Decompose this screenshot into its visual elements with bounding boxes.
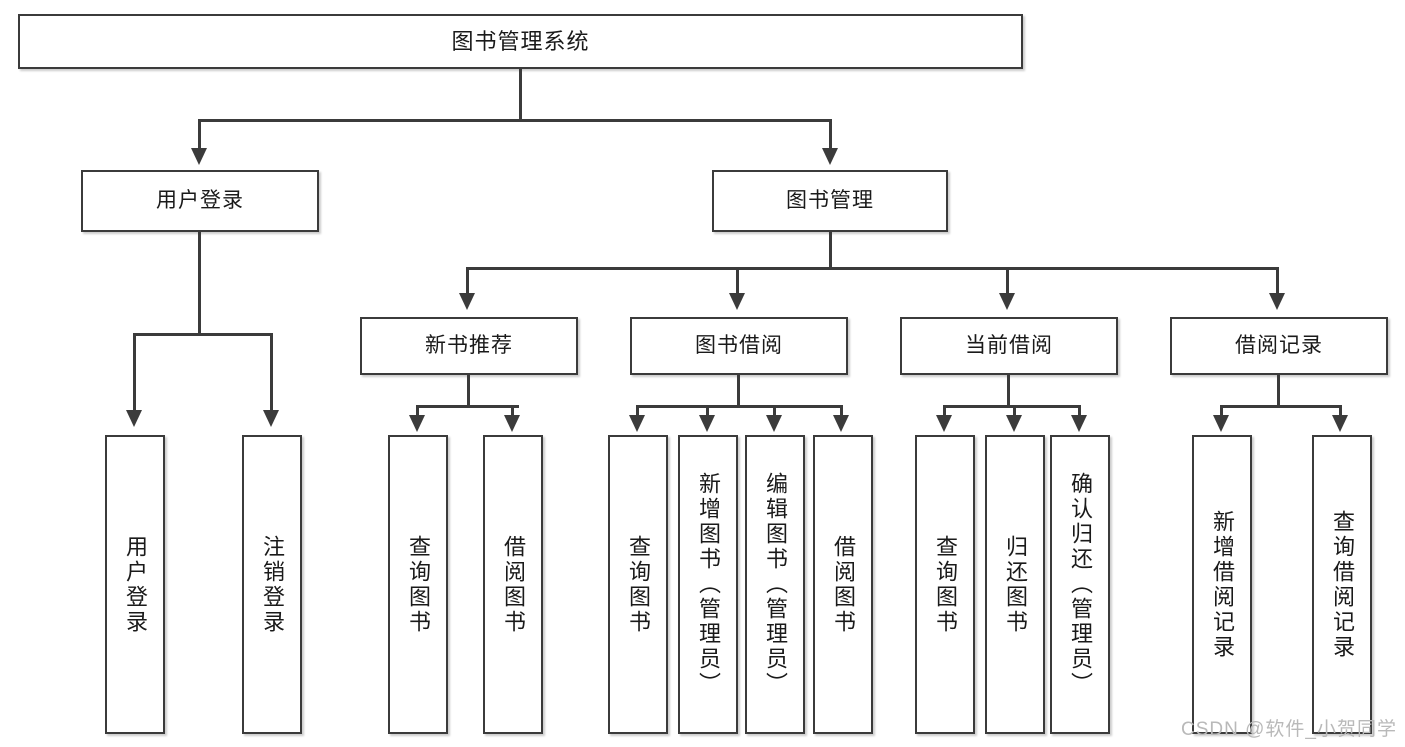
leaf-node-add-borrow-record[interactable]: 新增借阅记录 <box>1192 435 1252 734</box>
node-label: 新书推荐 <box>425 333 513 357</box>
arrowhead-icon <box>263 410 279 427</box>
arrowhead-icon <box>822 148 838 165</box>
connector-to-leaf-edit-book <box>773 405 776 417</box>
arrowhead-icon <box>699 415 715 432</box>
arrowhead-icon <box>1332 415 1348 432</box>
connector-borrow-record-bus <box>1220 405 1342 408</box>
leaf-node-logout[interactable]: 注销登录 <box>242 435 302 734</box>
connector-book-borrow-stem <box>737 375 740 407</box>
connector-root-to-user-login <box>198 119 201 150</box>
node-label: 借阅图书 <box>500 534 526 635</box>
leaf-node-add-book-admin[interactable]: 新增图书（管理员） <box>678 435 738 734</box>
node-book-management[interactable]: 图书管理 <box>712 170 948 232</box>
connector-to-leaf-query-book-1 <box>416 405 419 417</box>
leaf-node-query-book-current[interactable]: 查询图书 <box>915 435 975 734</box>
node-current-borrow[interactable]: 当前借阅 <box>900 317 1118 375</box>
connector-to-leaf-query-book-2 <box>636 405 639 417</box>
node-label: 当前借阅 <box>965 333 1053 357</box>
connector-book-management-bus <box>466 267 1278 270</box>
arrowhead-icon <box>504 415 520 432</box>
node-label: 查询图书 <box>625 534 651 635</box>
connector-to-leaf-borrow-book-2 <box>840 405 843 417</box>
node-new-book-recommend[interactable]: 新书推荐 <box>360 317 578 375</box>
connector-current-borrow-stem <box>1007 375 1010 407</box>
arrowhead-icon <box>936 415 952 432</box>
node-label: 借阅图书 <box>830 534 856 635</box>
arrowhead-icon <box>1006 415 1022 432</box>
leaf-node-query-book-borrow[interactable]: 查询图书 <box>608 435 668 734</box>
node-label: 编辑图书（管理员） <box>762 472 788 697</box>
leaf-node-query-borrow-record[interactable]: 查询借阅记录 <box>1312 435 1372 734</box>
node-root-book-management-system[interactable]: 图书管理系统 <box>18 14 1023 69</box>
leaf-node-return-book[interactable]: 归还图书 <box>985 435 1045 734</box>
leaf-node-borrow-book[interactable]: 借阅图书 <box>813 435 873 734</box>
connector-new-book-recommend-bus <box>416 405 519 408</box>
node-label: 确认归还（管理员） <box>1067 472 1093 697</box>
leaf-node-user-login[interactable]: 用户登录 <box>105 435 165 734</box>
node-borrow-record[interactable]: 借阅记录 <box>1170 317 1388 375</box>
connector-to-leaf-return-book <box>1013 405 1016 417</box>
arrowhead-icon <box>1213 415 1229 432</box>
connector-borrow-record-stem <box>1277 375 1280 407</box>
node-label: 用户登录 <box>122 534 148 635</box>
leaf-node-confirm-return-admin[interactable]: 确认归还（管理员） <box>1050 435 1110 734</box>
connector-book-borrow-bus <box>636 405 843 408</box>
node-user-login[interactable]: 用户登录 <box>81 170 319 232</box>
leaf-node-borrow-book-recommend[interactable]: 借阅图书 <box>483 435 543 734</box>
connector-to-leaf-logout <box>270 333 273 412</box>
leaf-node-query-book-recommend[interactable]: 查询图书 <box>388 435 448 734</box>
node-label: 新增借阅记录 <box>1209 509 1235 660</box>
node-label: 查询图书 <box>405 534 431 635</box>
connector-root-stem <box>519 69 522 120</box>
arrowhead-icon <box>191 148 207 165</box>
node-label: 注销登录 <box>259 534 285 635</box>
node-label: 查询图书 <box>932 534 958 635</box>
node-label: 新增图书（管理员） <box>695 472 721 697</box>
arrowhead-icon <box>766 415 782 432</box>
arrowhead-icon <box>126 410 142 427</box>
arrowhead-icon <box>459 293 475 310</box>
connector-to-leaf-confirm-return <box>1078 405 1081 417</box>
connector-to-book-borrow <box>736 267 739 295</box>
connector-root-bus <box>198 119 832 122</box>
connector-to-leaf-add-borrow-record <box>1220 405 1223 417</box>
connector-to-current-borrow <box>1006 267 1009 295</box>
connector-user-login-bus <box>133 333 270 336</box>
node-label: 用户登录 <box>156 188 244 212</box>
leaf-node-edit-book-admin[interactable]: 编辑图书（管理员） <box>745 435 805 734</box>
node-book-borrow[interactable]: 图书借阅 <box>630 317 848 375</box>
node-label: 查询借阅记录 <box>1329 509 1355 660</box>
connector-to-leaf-query-borrow-record <box>1339 405 1342 417</box>
connector-to-leaf-add-book <box>706 405 709 417</box>
arrowhead-icon <box>1269 293 1285 310</box>
connector-user-login-stem <box>198 232 201 336</box>
node-label: 图书管理 <box>786 188 874 212</box>
connector-to-borrow-record <box>1276 267 1279 295</box>
arrowhead-icon <box>629 415 645 432</box>
arrowhead-icon <box>409 415 425 432</box>
node-label: 图书管理系统 <box>451 28 590 54</box>
node-label: 归还图书 <box>1002 534 1028 635</box>
connector-to-leaf-borrow-book-1 <box>511 405 514 417</box>
arrowhead-icon <box>999 293 1015 310</box>
connector-root-to-book-management <box>829 119 832 150</box>
connector-to-new-book-recommend <box>466 267 469 295</box>
arrowhead-icon <box>833 415 849 432</box>
connector-to-leaf-user-login <box>133 333 136 412</box>
node-label: 图书借阅 <box>695 333 783 357</box>
node-label: 借阅记录 <box>1235 333 1323 357</box>
arrowhead-icon <box>1071 415 1087 432</box>
connector-book-management-stem <box>829 232 832 270</box>
connector-to-leaf-query-book-3 <box>943 405 946 417</box>
connector-current-borrow-bus <box>943 405 1080 408</box>
connector-new-book-recommend-stem <box>467 375 470 407</box>
arrowhead-icon <box>729 293 745 310</box>
